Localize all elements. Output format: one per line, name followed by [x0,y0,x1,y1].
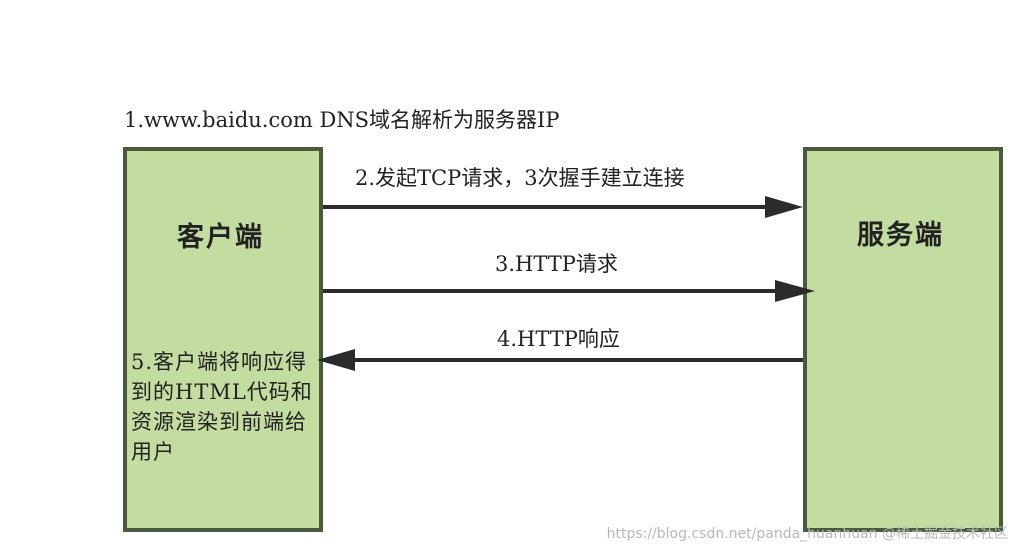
http-request-arrow [323,280,815,302]
server-box: 服务端 [803,147,1003,532]
tcp-request-label: 2.发起TCP请求，3次握手建立连接 [355,166,685,190]
client-box: 客户端 5.客户端将响应得到的HTML代码和资源渲染到前端给用户 [123,147,323,532]
tcp-request-arrow [323,196,803,218]
http-response-arrow [317,349,803,371]
client-title: 客户端 [177,222,264,253]
dns-step-label: 1.www.baidu.com DNS域名解析为服务器IP [124,108,560,132]
watermark: https://blog.csdn.net/panda_huanhuan @稀土… [606,526,1008,542]
client-render-note: 5.客户端将响应得到的HTML代码和资源渲染到前端给用户 [131,350,313,464]
server-title: 服务端 [857,220,944,251]
http-response-label: 4.HTTP响应 [497,327,620,351]
http-request-label: 3.HTTP请求 [495,252,618,276]
